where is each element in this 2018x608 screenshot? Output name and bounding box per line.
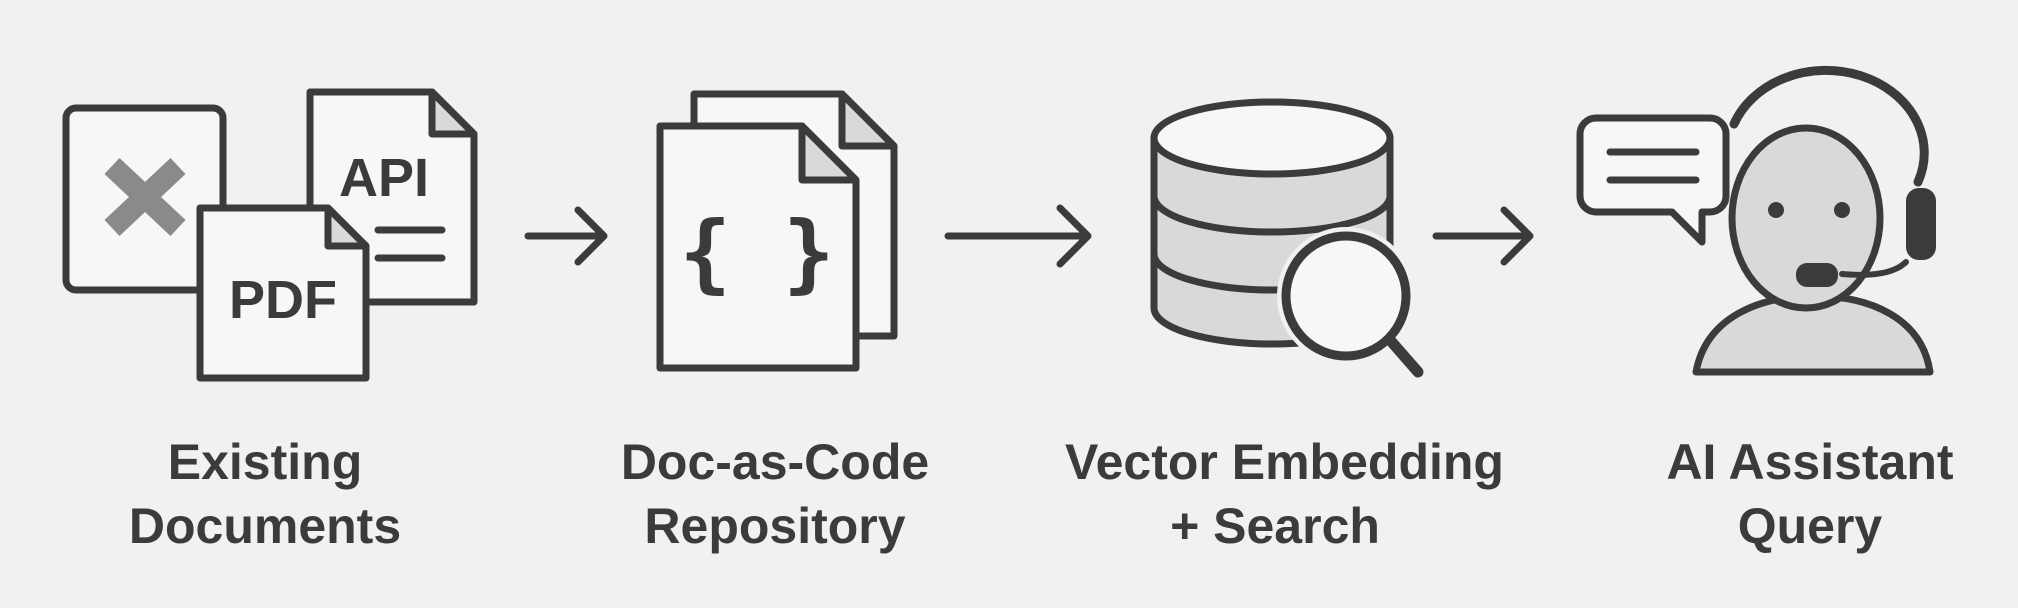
arrow-right-icon [524,206,608,266]
caption-line: Doc-as-Code [620,434,930,490]
caption-line: AI Assistant [1666,434,1954,490]
step-caption-vector-embedding: Vector Embedding + Search [1065,430,1504,558]
agent-eye-right [1834,202,1850,218]
support-agent-icon [1576,65,1936,376]
database-icon [1150,98,1394,348]
caption-line: + Search [1170,498,1380,554]
caption-line: Repository [644,498,906,554]
magnifier-icon [1277,227,1424,378]
documents-stack-icon: API PDF [62,88,478,382]
database-search-icon [1150,98,1424,378]
code-file-icon: { } [656,90,898,372]
agent-eye-left [1768,202,1784,218]
braces-text: { } [679,203,834,303]
step-caption-existing-documents: Existing Documents [55,430,475,558]
arrow-right-icon [944,204,1092,268]
headset-icon [1729,65,1936,287]
arrow-right-icon [1432,206,1534,266]
caption-line: Documents [128,498,402,554]
api-text: API [339,148,429,208]
x-mark-icon [104,157,186,237]
pdf-text: PDF [229,270,337,330]
step-caption-ai-assistant: AI Assistant Query [1600,430,2018,558]
speech-bubble-icon [1576,114,1730,246]
x-document-icon [62,104,227,294]
step-caption-doc-as-code: Doc-as-Code Repository [565,430,985,558]
caption-line: Query [1737,498,1883,554]
pdf-document-icon: PDF [196,204,370,382]
caption-line: Existing [167,434,363,490]
caption-line: Vector Embedding [1065,434,1504,490]
agent-head [1728,124,1884,312]
